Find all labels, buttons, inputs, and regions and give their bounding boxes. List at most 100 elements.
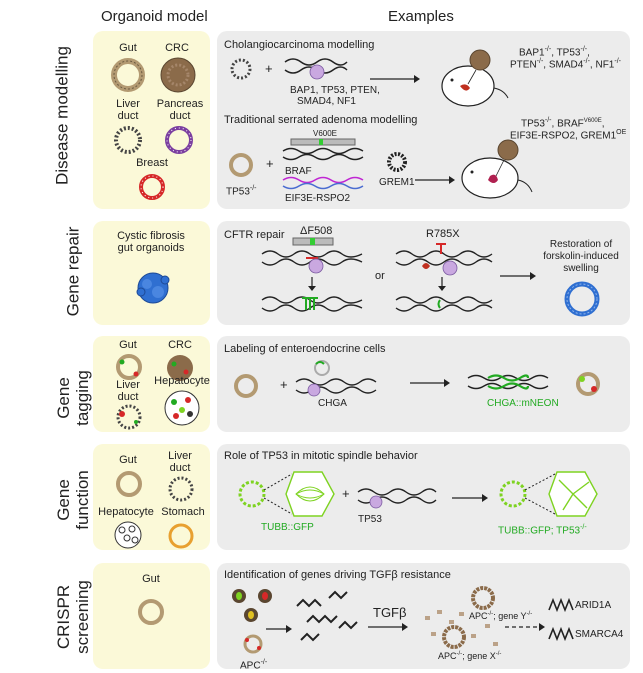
resistant-organoid-y-icon	[471, 586, 495, 610]
eif-rspo2-label: EIF3E-RSPO2	[285, 193, 351, 204]
pancreas-organoid-icon	[165, 126, 193, 154]
plus-sign: +	[265, 61, 273, 76]
chga-mneon-label: CHGA::mNEON	[487, 398, 559, 409]
tag-liver-label: Liver	[116, 379, 140, 391]
plus-sign-2: +	[266, 156, 274, 171]
example-box-screening	[217, 563, 630, 669]
screening-title: Identification of genes driving TGFβ res…	[224, 569, 451, 581]
tsa-result-line2: EIF3E-RSPO2, GREM1OE	[510, 129, 627, 142]
fn-duct-label: duct	[169, 462, 191, 474]
chol-result-line2: PTEN-/-, SMAD4-/-, NF1-/-	[510, 58, 621, 71]
function-title: Role of TP53 in mitotic spindle behavior	[224, 450, 418, 462]
fn-gut-organoid-icon	[116, 471, 142, 497]
df508-dna-icon	[261, 250, 363, 274]
example-box-repair	[217, 221, 630, 325]
crc-organoid-icon	[160, 57, 196, 93]
dna-cas9-icon	[284, 58, 348, 80]
chga-dna-icon	[295, 360, 377, 397]
tp53-dna-icon	[357, 488, 437, 509]
down-arrow-icon	[308, 277, 316, 291]
organoid-duct-label: duct	[117, 110, 139, 122]
braf-dna-icon	[282, 138, 364, 161]
cftr-repair-title: CFTR repair	[224, 229, 285, 241]
resistant-organoid-x-icon	[442, 625, 466, 649]
eif-rspo2-icon	[282, 176, 364, 190]
organoid-crc-label: CRC	[165, 42, 189, 54]
tag-hepatocyte-icon	[164, 390, 200, 426]
restoration-line3: swelling	[563, 263, 599, 274]
row-label-disease-modelling: Disease modelling	[52, 46, 72, 185]
tagged-organoid-icon	[576, 372, 600, 396]
fn-stomach-icon	[168, 523, 194, 549]
chol-genes-line2: SMAD4, NF1	[297, 96, 356, 107]
dashed-arrow-icon	[505, 623, 545, 631]
plus-sign-4: +	[342, 486, 350, 501]
row-label-gene-repair: Gene repair	[63, 226, 83, 317]
fn-hepatocyte-icon	[114, 521, 142, 549]
tp53-label: TP53	[358, 514, 382, 525]
arrow-icon-5	[452, 494, 488, 502]
liver-duct-organoid-icon	[114, 126, 142, 154]
tag-liver-duct-icon	[116, 404, 142, 430]
chol-genes-line1: BAP1, TP53, PTEN,	[290, 85, 380, 96]
r785x-label: R785X	[426, 228, 460, 240]
restoration-line2: forskolin-induced	[543, 251, 619, 262]
example-box-tagging	[217, 336, 630, 432]
arrow-icon-2	[415, 176, 455, 184]
fn-gut-label: Gut	[119, 454, 137, 466]
organoid-box-disease	[93, 31, 210, 209]
organoid-pancreas-duct-label: duct	[169, 110, 191, 122]
apc-gene-y-label: APC-/-; gene Y-/-	[469, 611, 533, 621]
tubb-gfp-label: TUBB::GFP	[261, 522, 314, 533]
r785x-dna-icon	[395, 243, 493, 276]
organoid-gut-label: Gut	[119, 42, 137, 54]
gut-organoid-small-icon	[229, 153, 253, 177]
fn-hepatocyte-label: Hepatocyte	[98, 506, 154, 518]
tagging-organoid-icon	[234, 374, 258, 398]
tag-crc-organoid-icon	[167, 355, 193, 381]
arrow-icon-4	[410, 379, 450, 387]
screen-gut-label: Gut	[142, 573, 160, 585]
gut-organoid-icon	[111, 58, 145, 92]
examples-header: Examples	[388, 8, 454, 25]
chga-mneon-dna-icon	[467, 374, 549, 390]
screen-gut-organoid-icon	[138, 599, 164, 625]
v600e-label: V600E	[313, 129, 338, 138]
breast-organoid-icon	[139, 174, 165, 200]
tag-duct-label: duct	[117, 391, 139, 403]
organoid-box-screening	[93, 563, 210, 669]
fn-liver-duct-icon	[168, 476, 194, 502]
smarca4-dna-icon	[548, 626, 574, 642]
cf-organoid-icon	[136, 272, 170, 304]
smarca4-label: SMARCA4	[575, 629, 624, 640]
organoid-liver-label: Liver	[116, 98, 140, 110]
repaired-dna-icon	[261, 296, 363, 312]
tag-crc-label: CRC	[168, 339, 192, 351]
apc-organoid-icon	[243, 634, 263, 654]
cf-organoid-label-2: gut organoids	[117, 242, 185, 254]
restoration-line1: Restoration of	[549, 239, 613, 250]
arrow-icon	[370, 75, 420, 83]
apc-gene-x-label: APC-/-; gene X-/-	[438, 651, 502, 661]
apc-ko-label: APC-/-	[240, 659, 268, 672]
arrow-icon-3	[500, 272, 536, 280]
arid1a-label: ARID1A	[575, 600, 612, 611]
aberrant-spindle-icon	[499, 471, 598, 517]
arrow-icon-7	[368, 623, 408, 631]
organoid-model-header: Organoid model	[101, 8, 208, 25]
plus-sign-3: +	[280, 377, 288, 392]
dead-cells-icon	[425, 610, 498, 646]
or-label: or	[375, 270, 385, 282]
chga-label: CHGA	[318, 398, 347, 409]
swollen-organoid-icon	[564, 281, 600, 317]
tagging-title: Labeling of enteroendocrine cells	[224, 343, 386, 355]
df508-label: ΔF508	[300, 225, 333, 237]
mouse-tumor-icon	[441, 49, 509, 107]
tsa-result-line1: TP53-/-, BRAFV600E,	[521, 117, 605, 130]
fn-stomach-label: Stomach	[161, 506, 205, 518]
tsa-title: Traditional serrated adenoma modelling	[224, 114, 418, 126]
down-arrow-icon-2	[438, 277, 446, 291]
cholangiocarcinoma-title: Cholangiocarcinoma modelling	[224, 39, 375, 51]
